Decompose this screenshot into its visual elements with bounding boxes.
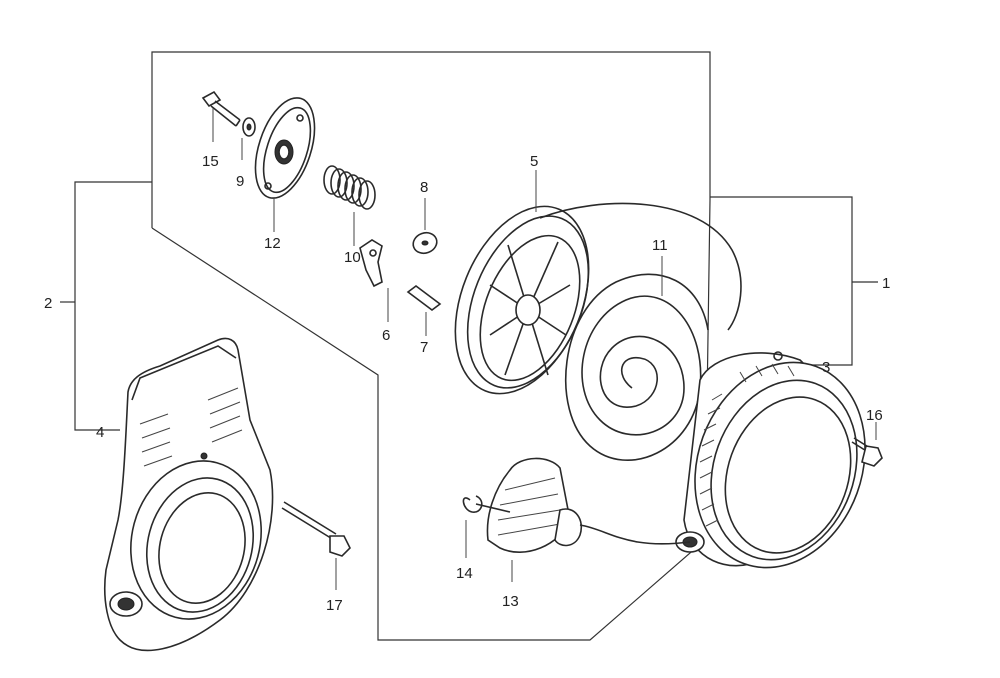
label-17: 17 xyxy=(326,597,343,614)
case-vent-slots xyxy=(699,363,795,527)
part-3-starter-case xyxy=(675,351,866,569)
part-17-long-bolt xyxy=(281,501,351,590)
label-14: 14 xyxy=(456,565,473,582)
label-10: 10 xyxy=(344,249,361,266)
part-6-ratchet-pawl xyxy=(359,239,389,322)
part-8-washer xyxy=(412,198,438,255)
label-5: 5 xyxy=(530,153,538,170)
label-11: 11 xyxy=(652,237,668,254)
part-15-bolt xyxy=(201,90,241,142)
label-6: 6 xyxy=(382,327,390,344)
part-7-pin xyxy=(406,285,442,336)
starter-rope xyxy=(539,202,742,331)
part-16-bolt xyxy=(851,422,883,467)
label-12: 12 xyxy=(264,235,281,252)
part-9-washer xyxy=(241,117,256,160)
part-12-drive-plate xyxy=(254,97,316,232)
callout-labels: 1 2 3 4 5 6 7 8 9 10 11 12 13 14 15 16 1… xyxy=(44,153,890,614)
label-16: 16 xyxy=(866,407,883,424)
label-15: 15 xyxy=(202,153,219,170)
label-4: 4 xyxy=(96,424,104,441)
label-2: 2 xyxy=(44,295,52,312)
label-9: 9 xyxy=(236,173,244,190)
label-1: 1 xyxy=(882,275,890,292)
label-3: 3 xyxy=(822,359,830,376)
label-13: 13 xyxy=(502,593,519,610)
part-11-recoil-spring xyxy=(564,256,709,462)
label-7: 7 xyxy=(420,339,428,356)
part-4-fan-cover xyxy=(103,337,274,652)
part-10-spring xyxy=(323,165,376,246)
part-14-rope-knot xyxy=(462,495,511,558)
cover-vent-slots xyxy=(139,387,243,467)
label-8: 8 xyxy=(420,179,428,196)
part-13-starter-grip xyxy=(486,457,691,582)
